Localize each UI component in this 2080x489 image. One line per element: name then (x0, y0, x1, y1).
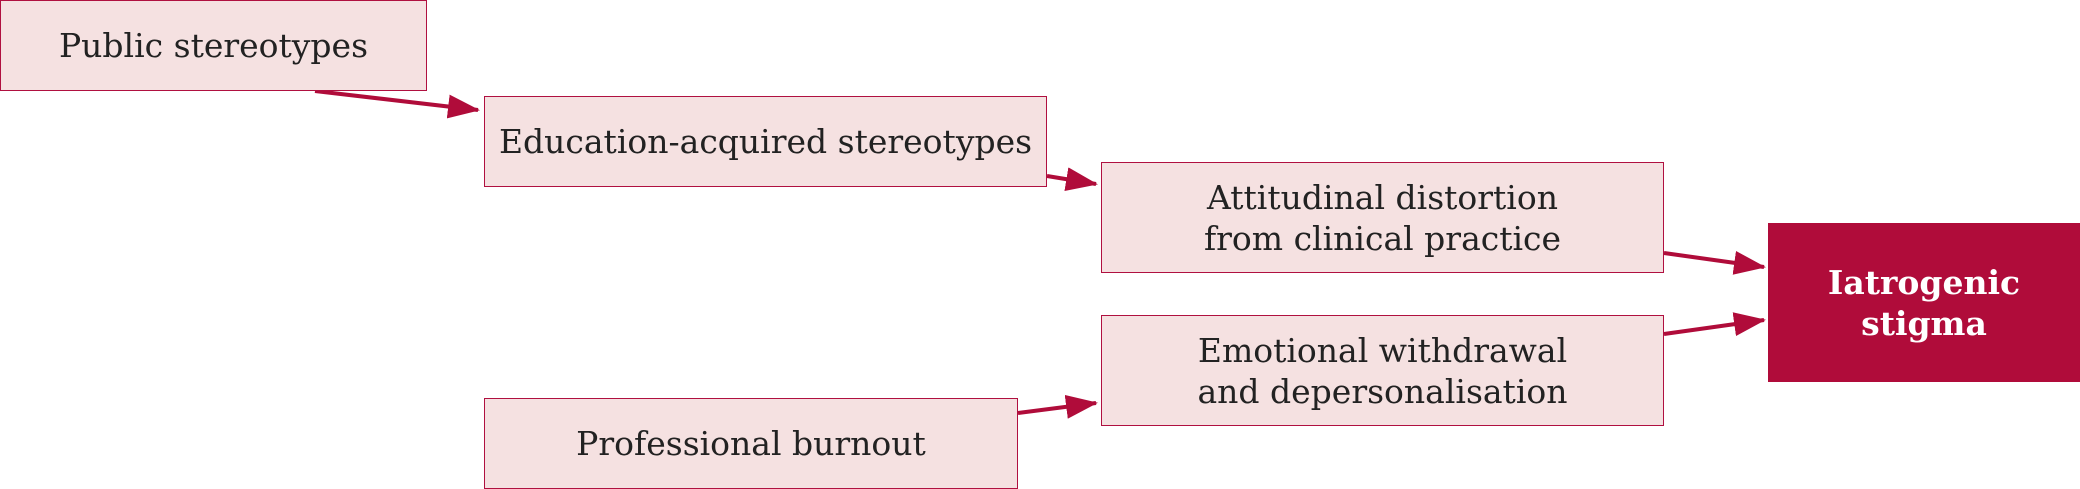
edge-emotional-to-iatrogenic (1663, 312, 1766, 337)
node-emotional-withdrawal: Emotional withdrawal and depersonalisati… (1101, 315, 1664, 426)
node-iatrogenic-stigma: Iatrogenic stigma (1768, 223, 2080, 382)
node-label-line-1: Iatrogenic (1827, 262, 2021, 302)
node-education-acquired-stereotypes: Education-acquired stereotypes (484, 96, 1047, 187)
node-label: Education-acquired stereotypes (498, 122, 1033, 161)
node-attitudinal-distortion: Attitudinal distortion from clinical pra… (1101, 162, 1664, 273)
node-label: Public stereotypes (58, 26, 369, 65)
node-public-stereotypes: Public stereotypes (0, 0, 427, 91)
node-label-line-1: Attitudinal distortion (1207, 177, 1558, 217)
edge-attitudinal-to-iatrogenic (1663, 250, 1766, 275)
node-label-line-2: and depersonalisation (1197, 371, 1568, 411)
edge-education-to-attitudinal (1046, 167, 1098, 192)
edge-burnout-to-emotional (1017, 394, 1098, 419)
node-label: Professional burnout (576, 424, 926, 463)
node-label-line-1: Emotional withdrawal (1197, 330, 1568, 370)
node-label-line-2: stigma (1861, 303, 1987, 343)
node-professional-burnout: Professional burnout (484, 398, 1018, 489)
edge-public-to-education (314, 89, 480, 119)
node-label-line-2: from clinical practice (1203, 218, 1562, 258)
